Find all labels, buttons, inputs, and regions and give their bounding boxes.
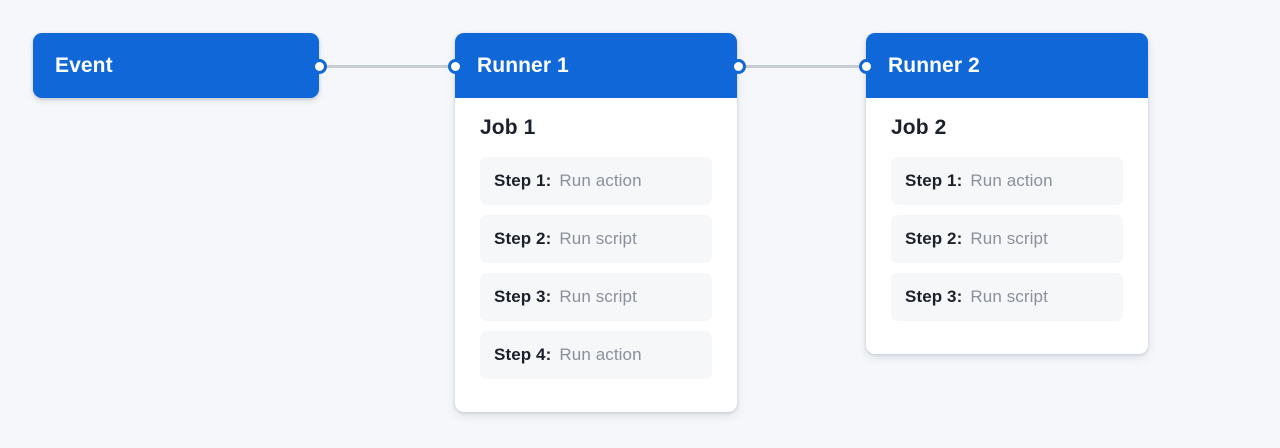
step-value: Run script <box>559 229 637 248</box>
event-node-title: Event <box>55 53 113 77</box>
runner-2-title: Runner 2 <box>888 53 980 77</box>
runner-1-title: Runner 1 <box>477 53 569 77</box>
runner-2-header[interactable]: Runner 2 <box>866 33 1148 98</box>
step-value: Run action <box>970 171 1053 190</box>
step-label: Step 1: <box>494 171 552 190</box>
edge-runner-1-to-runner-2 <box>735 65 871 68</box>
event-node[interactable]: Event <box>33 33 319 98</box>
step-label: Step 1: <box>905 171 963 190</box>
runner-1-body: Job 1 Step 1: Run action Step 2: Run scr… <box>455 98 737 401</box>
step-row[interactable]: Step 2: Run script <box>891 215 1123 263</box>
step-row[interactable]: Step 3: Run script <box>891 273 1123 321</box>
step-row[interactable]: Step 3: Run script <box>480 273 712 321</box>
runner-card-1[interactable]: Runner 1 Job 1 Step 1: Run action Step 2… <box>455 33 737 412</box>
step-value: Run script <box>970 229 1048 248</box>
step-value: Run script <box>559 287 637 306</box>
step-row[interactable]: Step 2: Run script <box>480 215 712 263</box>
runner-2-step-list: Step 1: Run action Step 2: Run script St… <box>891 157 1123 321</box>
step-label: Step 2: <box>905 229 963 248</box>
step-label: Step 3: <box>494 287 552 306</box>
step-row[interactable]: Step 1: Run action <box>891 157 1123 205</box>
edge-event-to-runner-1 <box>318 65 458 68</box>
step-label: Step 2: <box>494 229 552 248</box>
step-value: Run script <box>970 287 1048 306</box>
step-label: Step 4: <box>494 345 552 364</box>
runner-2-body: Job 2 Step 1: Run action Step 2: Run scr… <box>866 98 1148 343</box>
port-runner-1-input[interactable] <box>448 59 463 74</box>
step-row[interactable]: Step 1: Run action <box>480 157 712 205</box>
step-row[interactable]: Step 4: Run action <box>480 331 712 379</box>
step-label: Step 3: <box>905 287 963 306</box>
runner-card-2[interactable]: Runner 2 Job 2 Step 1: Run action Step 2… <box>866 33 1148 354</box>
runner-1-header[interactable]: Runner 1 <box>455 33 737 98</box>
step-value: Run action <box>559 345 642 364</box>
step-value: Run action <box>559 171 642 190</box>
runner-1-step-list: Step 1: Run action Step 2: Run script St… <box>480 157 712 379</box>
port-runner-2-input[interactable] <box>859 59 874 74</box>
port-runner-1-output[interactable] <box>731 59 746 74</box>
runner-2-job-title: Job 2 <box>891 116 947 139</box>
port-event-output[interactable] <box>312 59 327 74</box>
runner-1-job-title: Job 1 <box>480 116 536 139</box>
